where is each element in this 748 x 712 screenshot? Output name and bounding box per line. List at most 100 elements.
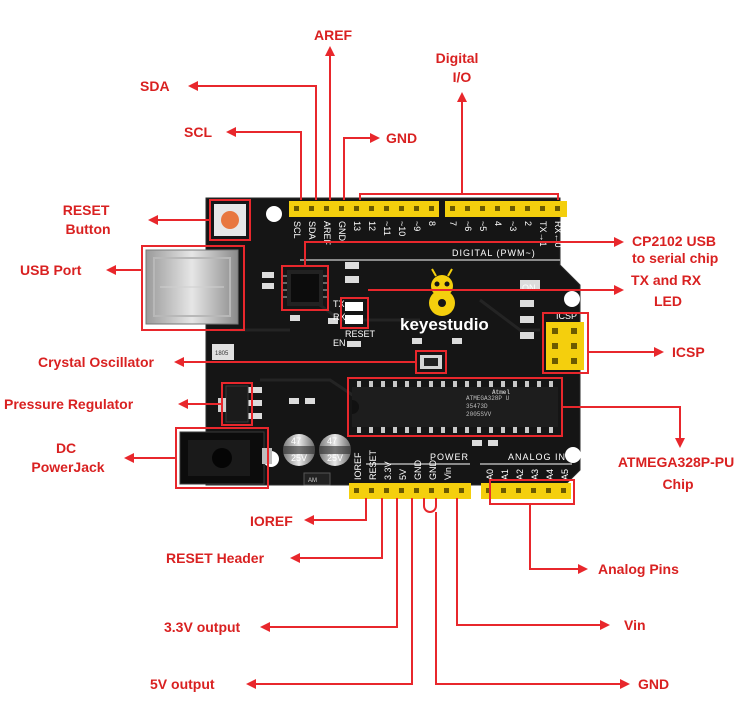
label-3v3-output: 3.3V output [164, 619, 241, 635]
brand-text: keyestudio [400, 315, 489, 334]
label-txrx-led: TX and RX LED [631, 272, 705, 309]
label-5v-output: 5V output [150, 676, 215, 692]
digital-pin-label-16: TX→1 [538, 221, 548, 247]
label-gnd-bottom: GND [638, 676, 669, 692]
cap2-text: 47 [327, 436, 337, 446]
capacitors [283, 434, 351, 466]
analog-silk: ANALOG IN [508, 452, 566, 462]
label-gnd-top: GND [386, 130, 417, 146]
digital-pin-label-4: 13 [352, 221, 362, 231]
cp2102-chip-part [283, 270, 327, 306]
icsp-silk: ICSP [556, 311, 577, 321]
on-silk: ON [522, 283, 536, 293]
analog-pin-label-0: A0 [485, 469, 495, 480]
bottom-ic [303, 472, 331, 486]
digital-pin-labels: SCL SDA AREF GND 13 12 ~11 ~10 ~9 8 7 ~6 ~5 4 ~3 2 TX→1 R… [292, 221, 563, 248]
label-dc-jack: DC PowerJack [31, 440, 104, 475]
keyestudio-logo [429, 268, 455, 316]
cap1-volt: 25V [291, 453, 307, 463]
digital-pin-label-8: ~9 [412, 221, 422, 231]
cap1-text: 47 [291, 436, 301, 446]
power-pin-label-3: 5V [398, 469, 408, 480]
label-usb-port: USB Port [20, 262, 82, 278]
crystal-core [424, 358, 438, 366]
label-icsp: ICSP [672, 344, 705, 360]
power-silk: POWER [430, 452, 469, 462]
digital-pin-label-1: SDA [307, 221, 317, 240]
analog-pin-label-5: A5 [560, 469, 570, 480]
usb-port-highlight [141, 245, 245, 331]
digital-pin-label-0: SCL [292, 221, 302, 239]
bottom-ic-text: AM [308, 478, 317, 484]
label-atmega: ATMEGA328P-PU Chip [618, 454, 738, 492]
power-pin-label-0: IOREF [353, 452, 363, 480]
mounting-hole [564, 291, 580, 307]
power-pin-label-1: RESET [368, 449, 378, 480]
icsp-highlight [542, 312, 589, 374]
reset-silk: RESET [345, 329, 376, 339]
en-silk: EN [333, 338, 346, 348]
analog-pin-label-3: A3 [530, 469, 540, 480]
power-pin-label-2: 3.3V [383, 461, 393, 480]
regulator-text: 1805 [215, 351, 229, 357]
cap2-volt: 25V [327, 453, 343, 463]
usb-port-part [145, 249, 239, 325]
label-aref: AREF [314, 27, 353, 43]
txrx-led-part [345, 302, 363, 324]
rx-silk: RX [333, 312, 346, 322]
digital-pin-label-17: RX←0 [553, 221, 563, 248]
power-pin-label-6: Vin [443, 467, 453, 480]
chip-logo: Atmel [492, 389, 510, 396]
digital-pin-label-15: 2 [523, 221, 533, 226]
digital-pin-label-10: 7 [448, 221, 458, 226]
regulator-1805 [212, 344, 234, 360]
power-pin-label-4: GND [413, 460, 423, 481]
label-digital-io: Digital I/O [436, 50, 483, 85]
chip-line-2: 35473D [466, 403, 488, 410]
analog-pin-label-4: A4 [545, 469, 555, 480]
digital-pin-label-5: 12 [367, 221, 377, 231]
label-analog-pins: Analog Pins [598, 561, 679, 577]
icsp-header-part [546, 322, 584, 370]
chip-line-3: 2005SVV [466, 411, 492, 418]
digital-header [289, 201, 567, 217]
digital-pin-label-3: GND [337, 221, 347, 242]
digital-pin-label-11: ~6 [463, 221, 473, 231]
mounting-hole [266, 206, 282, 222]
callout-labels: AREF Digital I/O SDA SCL GND RESET Butto… [4, 27, 738, 692]
digital-pin-label-9: 8 [427, 221, 437, 226]
en-jumper [347, 341, 361, 347]
label-scl: SCL [184, 124, 212, 140]
dc-jack-part [179, 431, 272, 485]
digital-pin-label-12: ~5 [478, 221, 488, 231]
label-cp2102: CP2102 USB to serial chip [632, 233, 720, 266]
label-reset-button: RESET Button [63, 202, 114, 237]
analog-pin-label-2: A2 [515, 469, 525, 480]
cap-labels: 47 25V 47 25V [291, 436, 343, 463]
smd-components [248, 262, 540, 446]
txrx-highlight [340, 297, 369, 329]
analog-pin-label-1: A1 [500, 469, 510, 480]
mounting-hole [565, 447, 581, 463]
label-crystal: Crystal Oscillator [38, 354, 154, 370]
digital-pin-label-6: ~11 [382, 221, 392, 236]
power-pin-label-5: GND [428, 460, 438, 481]
digital-pin-label-14: ~3 [508, 221, 518, 231]
analog-header-highlight [489, 479, 575, 505]
label-pressure-regulator: Pressure Regulator [4, 396, 134, 412]
digital-pin-label-13: 4 [493, 221, 503, 226]
power-header [349, 483, 571, 499]
label-vin: Vin [624, 617, 646, 633]
digital-pin-label-2: AREF [322, 221, 332, 246]
bottom-pin-labels: IOREF RESET 3.3V 5V GND GND Vin A0 A1 A2 A3 A4 A5 [353, 449, 570, 480]
label-reset-header: RESET Header [166, 550, 265, 566]
callout-arrows [106, 46, 685, 689]
chip-line-1: ATMEGA328P U [466, 395, 510, 402]
digital-pin-label-7: ~10 [397, 221, 407, 236]
reset-button-part [214, 204, 246, 236]
label-ioref: IOREF [250, 513, 293, 529]
digital-silk-label: DIGITAL (PWM~) [452, 248, 536, 258]
tx-silk: TX [333, 299, 345, 309]
atmega-chip-part [352, 381, 558, 433]
